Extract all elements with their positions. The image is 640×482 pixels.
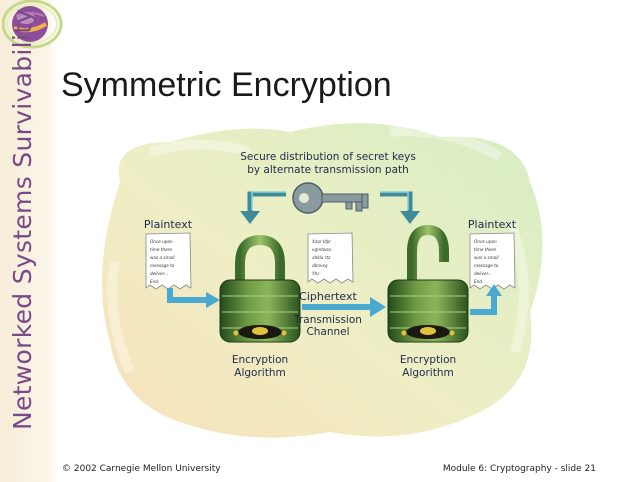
symmetric-encryption-diagram: Secure distribution of secret keys by al… — [102, 123, 543, 438]
svg-text:message to: message to — [474, 263, 499, 268]
plaintext-right-label: Plaintext — [468, 218, 517, 231]
svg-text:End.: End. — [150, 279, 159, 284]
slide-title: Symmetric Encryption — [61, 66, 392, 104]
transmission-channel-label-2: Channel — [306, 326, 349, 338]
secret-key-icon — [292, 182, 369, 214]
plaintext-document-left: Once upon time there was a small message… — [145, 232, 192, 290]
encryption-lock-icon — [219, 234, 301, 343]
svg-text:deliver...: deliver... — [150, 271, 168, 276]
sidebar-org-name: Networked Systems Survivability — [8, 8, 37, 430]
svg-text:ahklu rtz: ahklu rtz — [312, 255, 331, 260]
svg-text:time there: time there — [150, 247, 172, 252]
encryption-algorithm-label: Encryption — [232, 354, 288, 366]
svg-text:message to: message to — [150, 263, 175, 268]
svg-text:deliver...: deliver... — [474, 271, 492, 276]
plaintext-document-right: Once upon time there was a small message… — [469, 232, 516, 290]
key-arrow-left — [240, 191, 286, 224]
ciphertext-document: Xzqr kfpl vgmtwso ahklu rtz dbnvxq Yhc. — [307, 232, 354, 284]
transmission-channel-label: Transmission — [293, 314, 362, 326]
svg-text:time there: time there — [474, 247, 496, 252]
encryption-algorithm-label-2: Algorithm — [234, 367, 285, 379]
key-arrow-right — [380, 191, 420, 224]
footer-slide-ref: Module 6: Cryptography - slide 21 — [442, 464, 596, 474]
globe-logo-icon — [2, 0, 63, 49]
ciphertext-label: Ciphertext — [299, 290, 357, 303]
svg-text:was a small: was a small — [474, 255, 499, 260]
decryption-to-plaintext-arrow — [470, 284, 502, 315]
svg-text:was a small: was a small — [150, 255, 175, 260]
key-distribution-label: Secure distribution of secret keys — [240, 151, 416, 163]
transmission-arrow — [302, 297, 386, 317]
svg-text:dbnvxq: dbnvxq — [312, 263, 328, 268]
plaintext-left-label: Plaintext — [144, 218, 193, 231]
svg-text:Once upon: Once upon — [474, 239, 497, 244]
sidebar — [0, 0, 58, 482]
footer-copyright: © 2002 Carnegie Mellon University — [62, 464, 221, 474]
decryption-algorithm-label-2: Algorithm — [402, 367, 453, 379]
svg-text:vgmtwso: vgmtwso — [312, 247, 331, 252]
svg-text:Xzqr kfpl: Xzqr kfpl — [311, 239, 331, 244]
svg-text:Once upon: Once upon — [150, 239, 173, 244]
svg-text:End.: End. — [474, 279, 483, 284]
decryption-algorithm-label: Encryption — [400, 354, 456, 366]
svg-text:Yhc.: Yhc. — [312, 271, 321, 276]
decryption-lock-icon — [387, 224, 469, 343]
plaintext-to-encryption-arrow — [167, 288, 220, 308]
key-distribution-label-2: by alternate transmission path — [247, 164, 409, 176]
